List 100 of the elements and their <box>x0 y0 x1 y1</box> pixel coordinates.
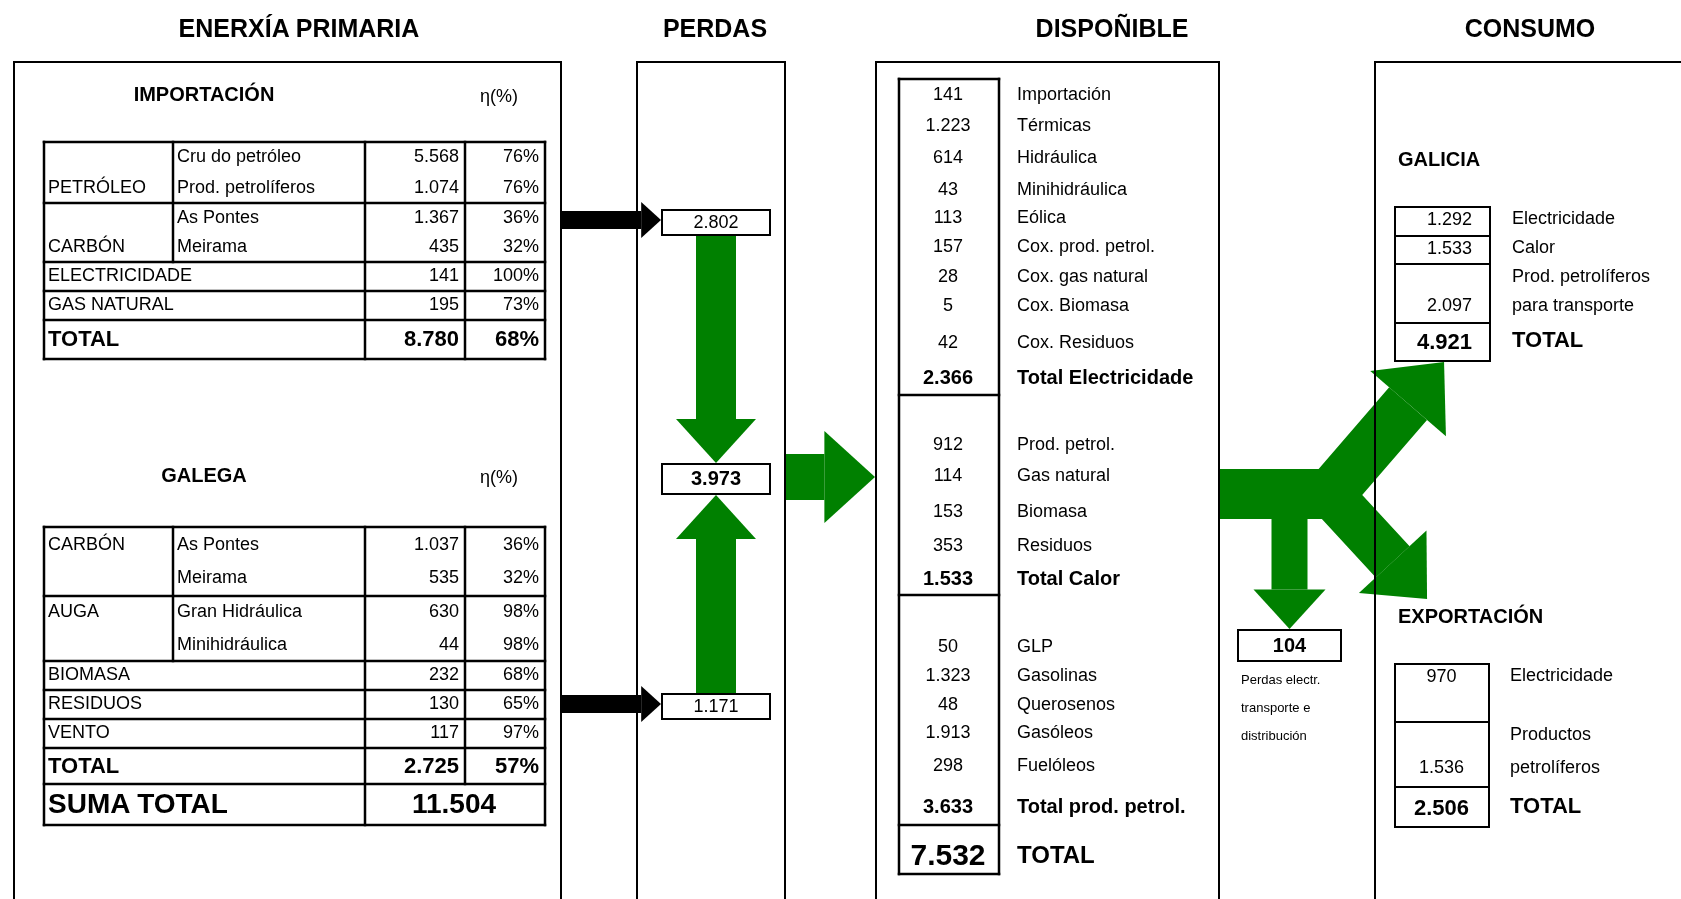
note-text: Prod. petrolíferos para transporte <box>1512 265 1652 317</box>
category-text: Fuelóleos <box>1017 755 1097 777</box>
section-heading: EXPORTACIÓN <box>1398 604 1544 628</box>
value-box: 1.171 <box>661 693 771 720</box>
value-text: 153 <box>931 501 964 523</box>
table-text: 73% <box>501 294 539 316</box>
category-text: Total Electricidade <box>1017 365 1195 389</box>
table-text: 130 <box>427 693 459 715</box>
table-text: 32% <box>501 567 539 589</box>
table-text: 57% <box>493 752 539 780</box>
value-text: 48 <box>937 694 959 716</box>
value-text: 3.633 <box>921 794 975 818</box>
note-text: Electricidade <box>1512 207 1617 229</box>
value-text: 1.292 <box>1425 209 1472 231</box>
category-text: Gas natural <box>1017 465 1112 487</box>
value-box: 3.973 <box>661 463 771 495</box>
table-text: 98% <box>501 634 539 656</box>
table-text: 32% <box>501 236 539 258</box>
table-text: GAS NATURAL <box>48 294 175 316</box>
note-text: TOTAL <box>1512 327 1585 353</box>
category-text: Total prod. petrol. <box>1017 794 1187 818</box>
table-text: SUMA TOTAL <box>48 787 229 821</box>
table-text: Meirama <box>177 567 248 589</box>
value-text: 114 <box>932 465 964 487</box>
table-title: GALEGA <box>160 463 248 487</box>
table-text: 100% <box>491 265 539 287</box>
note-text: Perdas electr. transporte e distribución <box>1241 671 1322 745</box>
table-text: Meirama <box>177 236 248 258</box>
table-text: Minihidráulica <box>177 634 289 656</box>
table-text: CARBÓN <box>48 534 126 556</box>
note-text: Productos petrolíferos <box>1510 723 1602 779</box>
table-text: 36% <box>501 207 539 229</box>
table-text: As Pontes <box>177 207 261 229</box>
table-text: 435 <box>427 236 459 258</box>
table-text: 11.504 <box>410 787 498 821</box>
table-text: 68% <box>493 325 539 353</box>
category-text: Cox. gas natural <box>1017 266 1150 288</box>
column-heading: DISPOÑIBLE <box>1034 13 1190 43</box>
table-text: 141 <box>427 265 459 287</box>
value-text: 28 <box>937 266 959 288</box>
table-text: CARBÓN <box>48 236 126 258</box>
table-text: 1.074 <box>412 177 459 199</box>
table-text: 2.725 <box>402 752 459 780</box>
value-text: 2.097 <box>1425 295 1472 317</box>
category-text: TOTAL <box>1017 840 1096 870</box>
value-text: 1.536 <box>1417 757 1465 779</box>
value-text: 1.533 <box>921 566 975 590</box>
note-text: Calor <box>1512 236 1556 258</box>
value-text: 157 <box>931 236 964 258</box>
table-text: 76% <box>501 146 539 168</box>
value-text: 5 <box>942 295 954 317</box>
value-text: 42 <box>937 332 959 354</box>
block-arrow <box>562 686 661 722</box>
table-text: 232 <box>427 664 459 686</box>
category-text: Prod. petrol. <box>1017 434 1117 456</box>
column-heading: PERDAS <box>661 13 769 43</box>
table-text: 117 <box>429 722 459 744</box>
table-text: 65% <box>501 693 539 715</box>
table-text: 76% <box>501 177 539 199</box>
value-box: 2.802 <box>661 209 771 236</box>
category-text: Térmicas <box>1017 115 1092 137</box>
table-text: 1.037 <box>412 534 459 556</box>
table-text: 36% <box>501 534 539 556</box>
table-text: TOTAL <box>48 325 121 353</box>
value-text: 7.532 <box>909 837 987 873</box>
table-text: 98% <box>501 601 539 623</box>
table-text: VENTO <box>48 722 111 744</box>
value-text: 614 <box>931 147 964 169</box>
category-text: Cox. prod. petrol. <box>1017 236 1157 258</box>
note-text: Electricidade <box>1510 664 1615 686</box>
block-arrow <box>1220 362 1446 519</box>
table-text: 195 <box>427 294 459 316</box>
table-text: Prod. petrolíferos <box>177 177 317 199</box>
table-text: 1.367 <box>412 207 459 229</box>
column-header: η(%) <box>480 86 519 108</box>
section-heading: GALICIA <box>1398 147 1481 171</box>
category-text: Cox. Residuos <box>1017 332 1136 354</box>
value-text: 2.366 <box>921 365 975 389</box>
value-text: 970 <box>1425 666 1458 688</box>
value-text: 141 <box>931 84 964 106</box>
category-text: Total Calor <box>1017 566 1121 590</box>
table-text: 68% <box>501 664 539 686</box>
block-arrow <box>562 202 661 238</box>
table-text: 630 <box>427 601 459 623</box>
table-text: Cru do petróleo <box>177 146 303 168</box>
value-text: 4.921 <box>1415 328 1472 356</box>
category-text: Querosenos <box>1017 694 1117 716</box>
column-heading: CONSUMO <box>1463 13 1597 43</box>
table-title: IMPORTACIÓN <box>132 82 276 106</box>
value-box: 104 <box>1237 629 1342 662</box>
block-arrow <box>676 236 756 463</box>
value-text: 1.223 <box>924 115 972 137</box>
value-text: 113 <box>932 207 964 229</box>
table-text: BIOMASA <box>48 664 132 686</box>
block-arrow <box>676 495 756 693</box>
value-text: 50 <box>937 636 959 658</box>
table-text: 97% <box>501 722 539 744</box>
value-text: 43 <box>937 179 959 201</box>
note-text: TOTAL <box>1510 793 1583 819</box>
value-text: 1.323 <box>924 665 972 687</box>
